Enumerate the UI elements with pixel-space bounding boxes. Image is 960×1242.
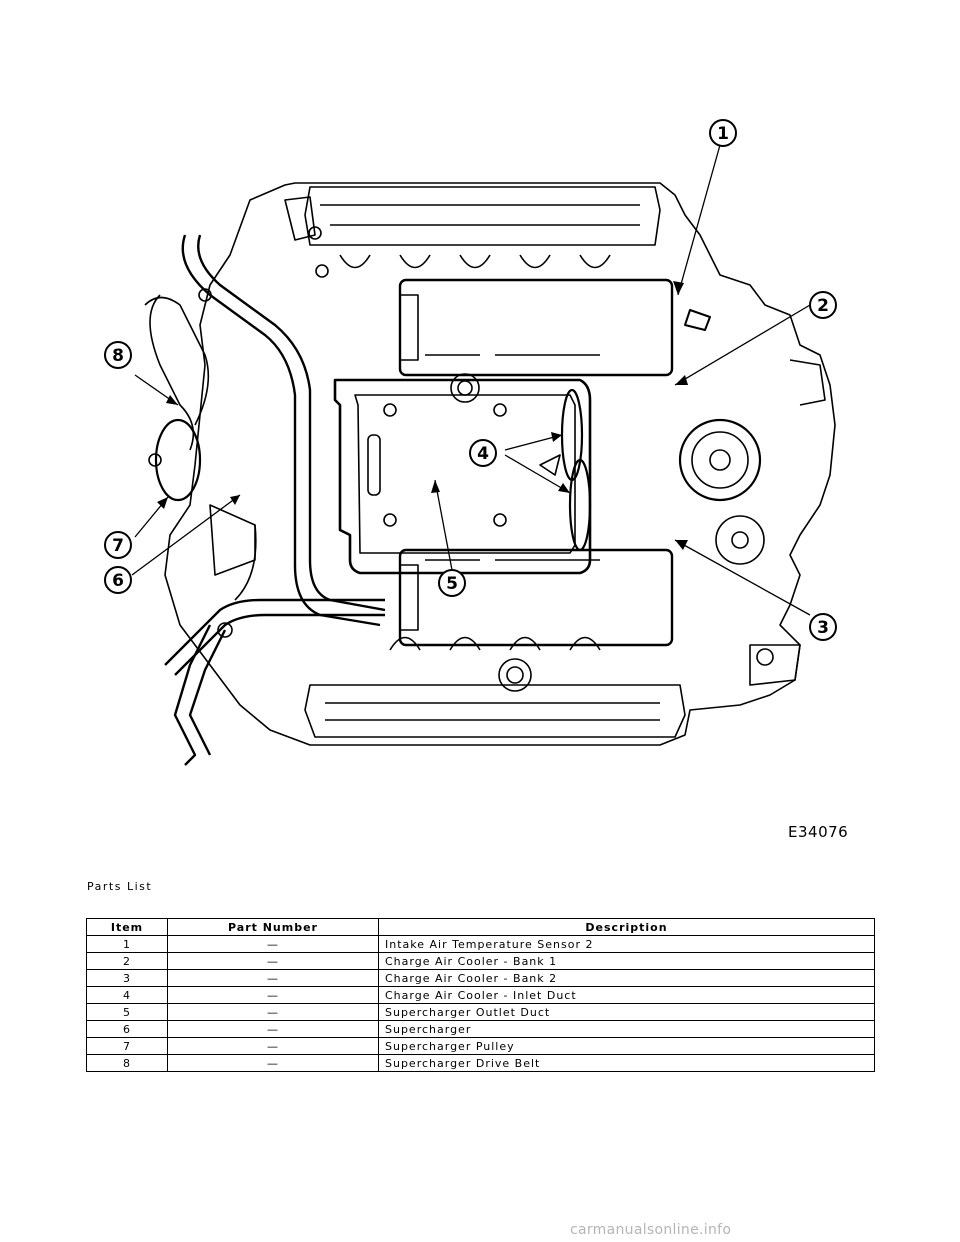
parts-list-caption: Parts List bbox=[87, 880, 153, 893]
header-item: Item bbox=[86, 918, 168, 936]
callout-label: 3 bbox=[817, 618, 829, 638]
cell-item: 5 bbox=[86, 1003, 168, 1021]
table-row: 3 — Charge Air Cooler - Bank 2 bbox=[86, 969, 875, 987]
cell-item: 8 bbox=[86, 1054, 168, 1072]
cell-description: Intake Air Temperature Sensor 2 bbox=[378, 935, 875, 953]
figure-code: E34076 bbox=[788, 823, 849, 841]
callout-label: 6 bbox=[112, 571, 124, 591]
cell-part-number: — bbox=[167, 1037, 379, 1055]
callout-5 bbox=[438, 569, 466, 597]
cell-item: 4 bbox=[86, 986, 168, 1004]
inlet-duct-upper bbox=[560, 388, 584, 482]
cell-item: 7 bbox=[86, 1037, 168, 1055]
header-description: Description bbox=[378, 918, 875, 936]
engine-block-outline bbox=[164, 182, 836, 746]
cell-description: Charge Air Cooler - Bank 1 bbox=[378, 952, 875, 970]
table-row: 6 — Supercharger bbox=[86, 1020, 875, 1038]
cell-description: Supercharger Drive Belt bbox=[378, 1054, 875, 1072]
parts-table: Item Part Number Description 1 — Intake … bbox=[86, 918, 875, 1072]
callout-label: 5 bbox=[446, 574, 458, 594]
cell-description: Charge Air Cooler - Inlet Duct bbox=[378, 986, 875, 1004]
callout-6 bbox=[104, 566, 132, 594]
top-valve-cover bbox=[304, 186, 661, 246]
cell-description: Supercharger Pulley bbox=[378, 1037, 875, 1055]
cell-part-number: — bbox=[167, 1054, 379, 1072]
callout-label: 4 bbox=[477, 444, 489, 464]
supercharger-pulley bbox=[154, 418, 202, 502]
table-row: 4 — Charge Air Cooler - Inlet Duct bbox=[86, 986, 875, 1004]
table-row: 8 — Supercharger Drive Belt bbox=[86, 1054, 875, 1072]
callout-label: 8 bbox=[112, 346, 124, 366]
callout-7 bbox=[104, 531, 132, 559]
cell-part-number: — bbox=[167, 952, 379, 970]
inlet-duct-lower bbox=[568, 458, 592, 552]
header-part-number: Part Number bbox=[167, 918, 379, 936]
intake-air-temperature-sensor bbox=[684, 309, 711, 331]
callout-1 bbox=[709, 119, 737, 147]
supercharger-outlet-duct bbox=[333, 378, 592, 575]
cell-item: 1 bbox=[86, 935, 168, 953]
cell-item: 2 bbox=[86, 952, 168, 970]
cell-item: 3 bbox=[86, 969, 168, 987]
cell-part-number: — bbox=[167, 1003, 379, 1021]
cell-part-number: — bbox=[167, 986, 379, 1004]
supercharger-drive-belt bbox=[144, 294, 210, 451]
table-row: 2 — Charge Air Cooler - Bank 1 bbox=[86, 952, 875, 970]
cell-item: 6 bbox=[86, 1020, 168, 1038]
cell-part-number: — bbox=[167, 935, 379, 953]
callout-label: 7 bbox=[112, 536, 124, 556]
callout-label: 2 bbox=[817, 296, 829, 316]
cell-part-number: — bbox=[167, 969, 379, 987]
table-header-row: Item Part Number Description bbox=[86, 918, 875, 936]
cell-description: Charge Air Cooler - Bank 2 bbox=[378, 969, 875, 987]
bottom-valve-cover bbox=[304, 684, 686, 738]
table-row: 5 — Supercharger Outlet Duct bbox=[86, 1003, 875, 1021]
callout-label: 1 bbox=[717, 124, 729, 144]
charge-air-cooler-bank-2 bbox=[398, 548, 674, 647]
callout-3 bbox=[809, 613, 837, 641]
throttle-body bbox=[678, 418, 762, 502]
watermark: carmanualsonline.info bbox=[570, 1222, 732, 1238]
supercharger-body bbox=[209, 504, 256, 576]
cell-part-number: — bbox=[167, 1020, 379, 1038]
table-row: 1 — Intake Air Temperature Sensor 2 bbox=[86, 935, 875, 953]
charge-air-cooler-bank-1 bbox=[398, 278, 674, 377]
table-row: 7 — Supercharger Pulley bbox=[86, 1037, 875, 1055]
engine-diagram: 1 2 3 4 5 6 7 8 bbox=[100, 105, 860, 865]
cell-description: Supercharger bbox=[378, 1020, 875, 1038]
cell-description: Supercharger Outlet Duct bbox=[378, 1003, 875, 1021]
callout-8 bbox=[104, 341, 132, 369]
callout-4 bbox=[469, 439, 497, 467]
callout-2 bbox=[809, 291, 837, 319]
